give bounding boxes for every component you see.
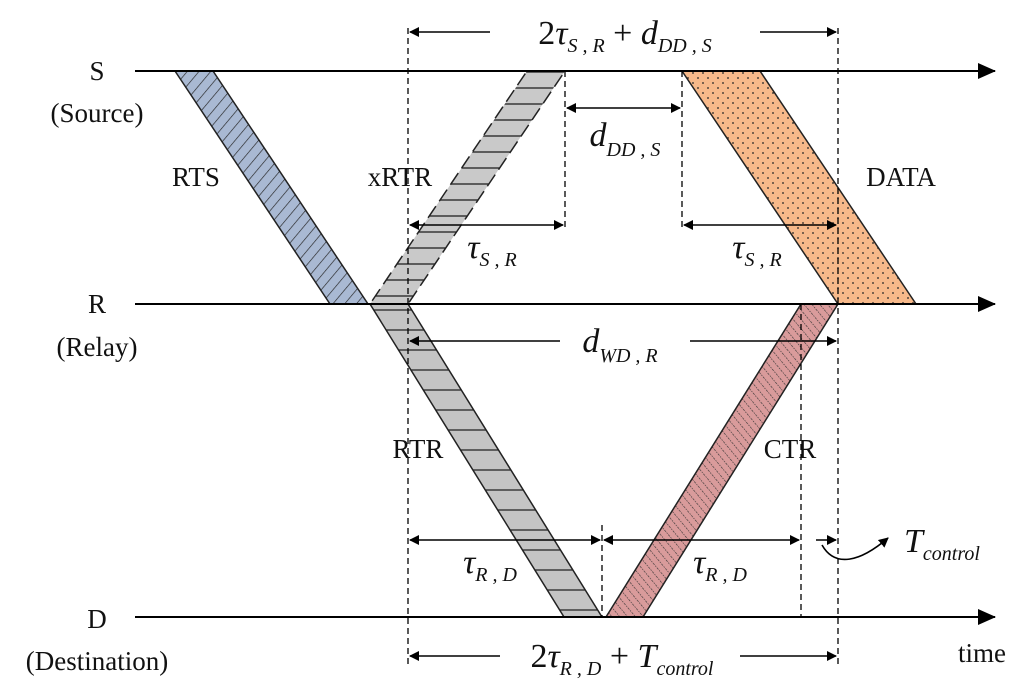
data-label: DATA [866,162,936,192]
tau-rd-right-label: τR , D [693,544,747,586]
ctr-label: CTR [764,434,817,464]
s-axis-label: S [89,56,104,86]
bottom-span-label: 2τR , D + Tcontrol [531,638,714,680]
d-axis-sublabel: (Destination) [26,646,168,676]
dimension-arrows [409,27,889,661]
r-axis-sublabel: (Relay) [57,332,138,362]
xrtr-label: xRTR [368,162,432,192]
s-axis-sublabel: (Source) [51,98,144,128]
tau-sr-left-label: τS , R [467,229,516,271]
rts-label: RTS [172,162,220,192]
r-axis-label: R [88,289,106,319]
tau-sr-right-label: τS , R [732,229,781,271]
d-axis-label: D [87,604,107,634]
rtr-label: RTR [393,434,444,464]
dwd-label: dWD , R [582,323,657,367]
top-span-label: 2τS , R + dDD , S [538,15,711,57]
tcontrol-label: Tcontrol [904,523,980,565]
tau-rd-left-label: τR , D [463,544,517,586]
dds-label: dDD , S [590,117,661,161]
time-axis-label: time [958,638,1006,668]
